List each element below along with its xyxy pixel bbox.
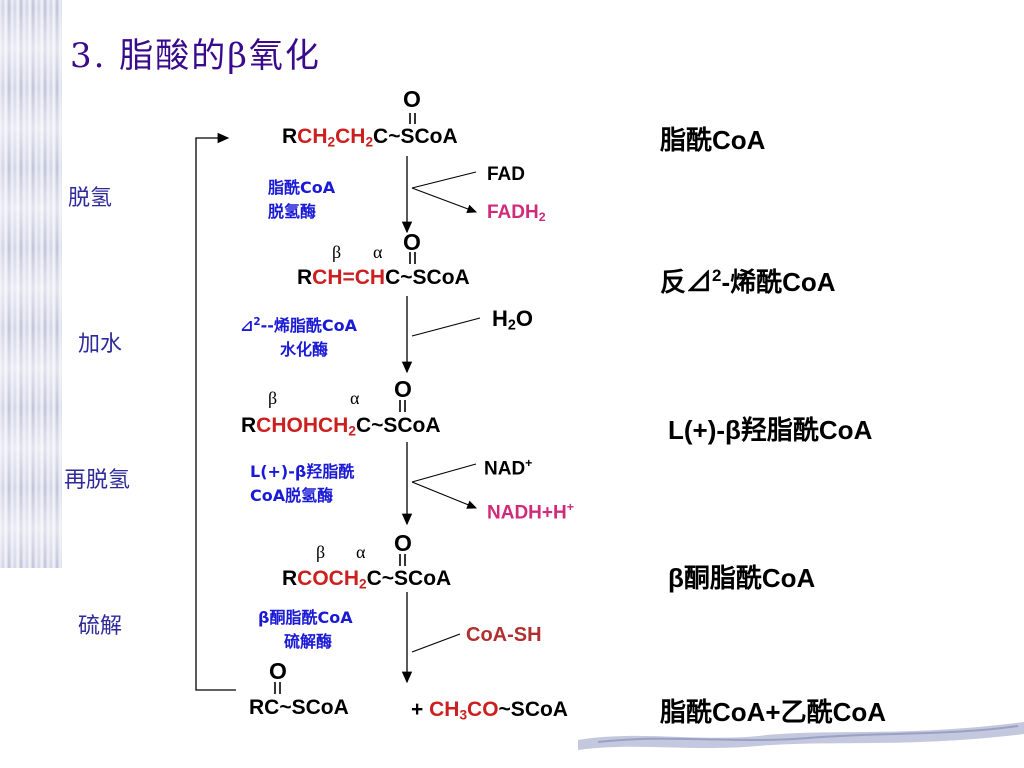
- carbonyl-oxygen-3: O: [394, 376, 412, 402]
- beta-label-4: β: [316, 542, 326, 562]
- cofactor-fad: FAD: [487, 164, 525, 185]
- left-decorative-shading: [0, 0, 62, 568]
- page-title: 3. 脂酸的β氧化: [70, 36, 321, 76]
- step-re-dehydrogenation: 再脱氢: [64, 468, 131, 493]
- cofactor-water: H2O: [492, 306, 533, 334]
- name-enoyl-coa: 反⊿2-烯酰CoA: [660, 265, 836, 297]
- carbonyl-oxygen-1: O: [403, 86, 421, 112]
- beta-label-3: β: [268, 388, 278, 408]
- carbonyl-oxygen-4: O: [394, 530, 412, 556]
- name-fatty-acyl-coa: 脂酰CoA: [660, 125, 766, 155]
- name-products: 脂酰CoA+乙酰CoA: [660, 697, 887, 727]
- enzyme-enoyl-coa-hydratase: ⊿2--烯脂酰CoA 水化酶: [240, 316, 358, 360]
- cofactor-nadh: NADH+H+: [487, 500, 574, 524]
- step-hydration: 加水: [78, 332, 123, 357]
- name-ketoacyl-coa: β酮脂酰CoA: [668, 563, 816, 593]
- carbonyl-oxygen-2: O: [403, 229, 421, 255]
- beta-label-2: β: [332, 242, 342, 262]
- step-thiolysis: 硫解: [78, 614, 123, 639]
- compound-enoyl-coa: RCH=CHC~SCoA: [297, 266, 470, 289]
- cofactor-coash: CoA-SH: [466, 624, 542, 646]
- alpha-label-2: α: [373, 242, 383, 262]
- compound-ketoacyl-coa: RCOCH2C~SCoA: [282, 567, 452, 592]
- alpha-label-3: α: [350, 388, 360, 408]
- bottom-decorative-scroll: [578, 722, 1024, 750]
- cofactor-fadh2: FADH2: [487, 202, 546, 225]
- alpha-label-4: α: [356, 542, 366, 562]
- compound-hydroxyacyl-coa: RCHOHCH2C~SCoA: [241, 414, 441, 439]
- compound-acetyl-coa: + CH3CO~SCoA: [411, 698, 568, 723]
- cofactor-nad: NAD+: [484, 456, 533, 480]
- carbonyl-oxygen-5: O: [269, 658, 287, 684]
- name-hydroxyacyl-coa: L(+)-β羟脂酰CoA: [668, 415, 873, 445]
- step-dehydrogenation: 脱氢: [68, 186, 113, 211]
- compound-fatty-acyl-coa: RCH2CH2C~SCoA: [282, 125, 458, 150]
- compound-shortened-acyl-coa: RC~SCoA: [249, 696, 349, 719]
